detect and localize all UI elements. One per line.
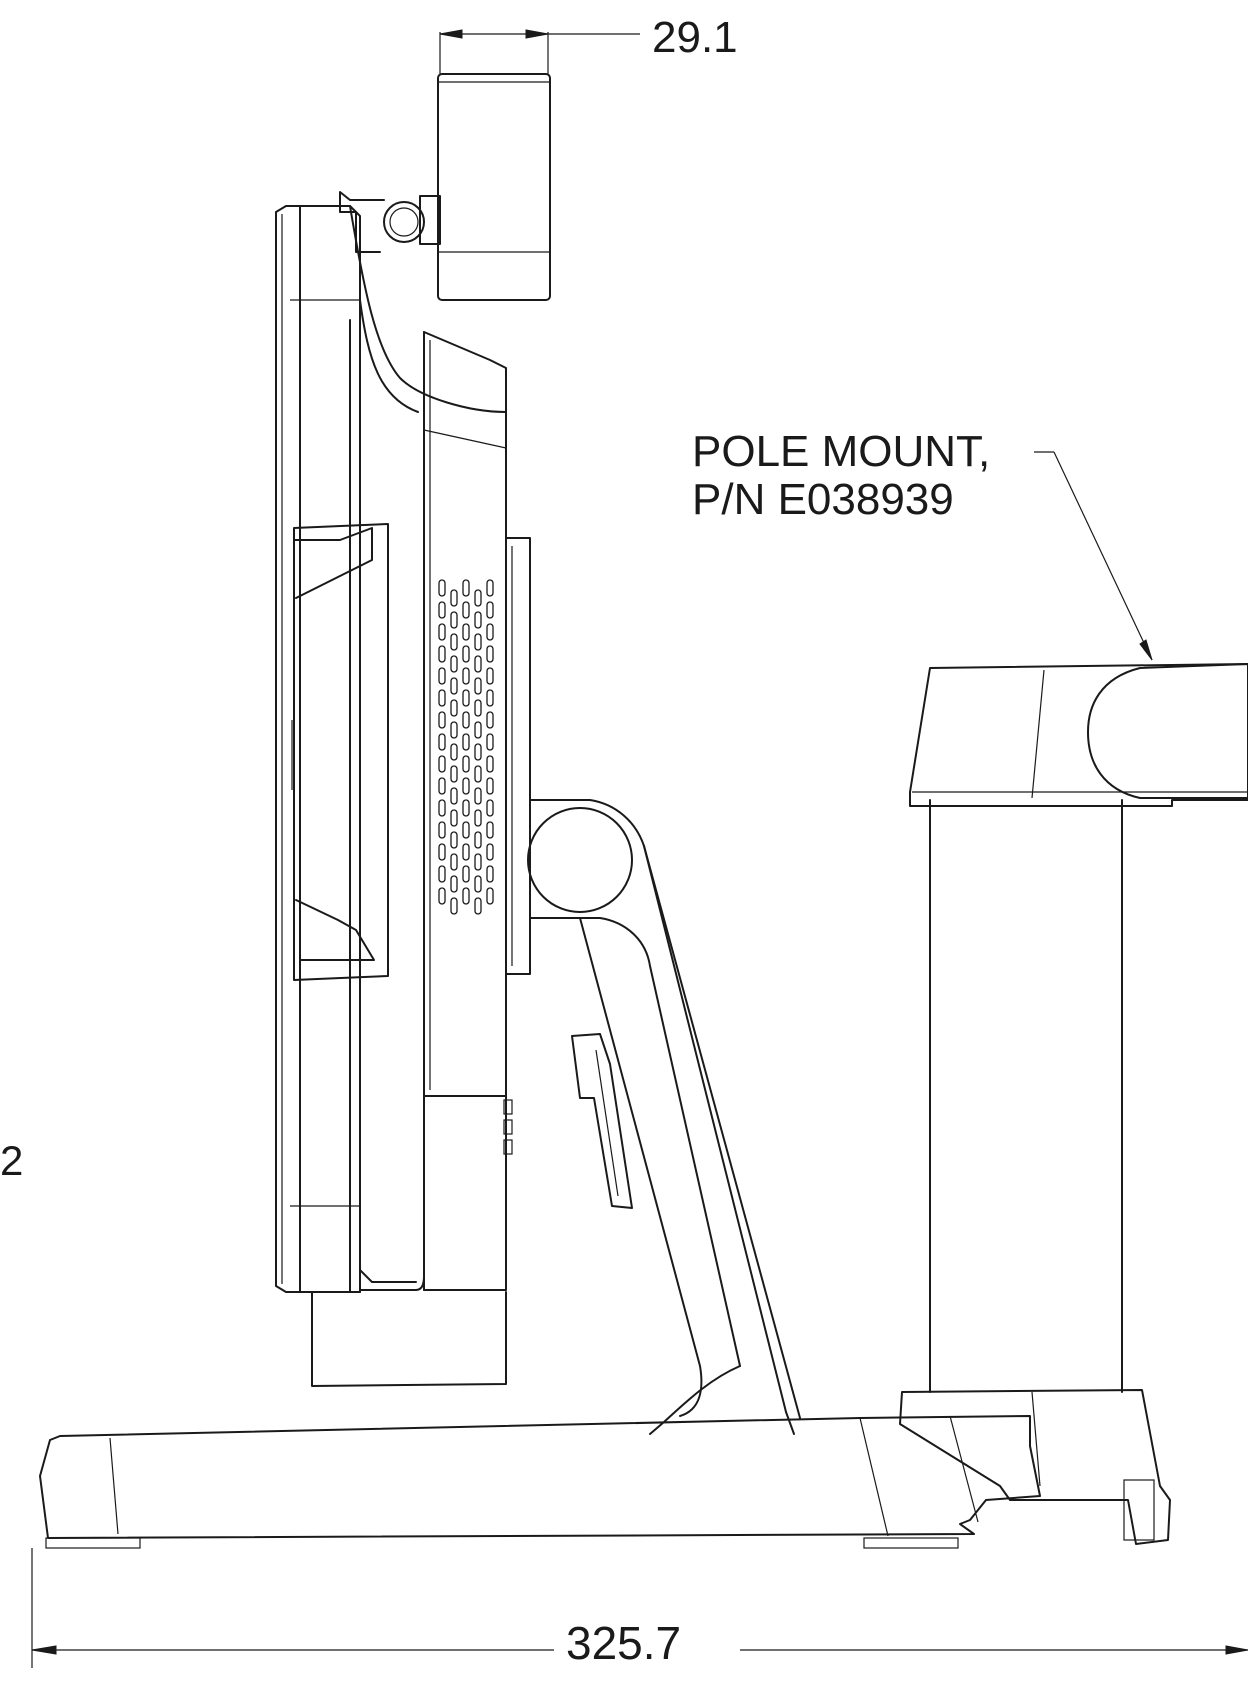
vent-slot	[450, 611, 458, 629]
vent-slot	[450, 765, 458, 783]
vent-slot	[462, 623, 470, 641]
vent-slot	[438, 799, 446, 817]
vent-slot	[462, 821, 470, 839]
vent-slot	[438, 777, 446, 795]
vent-slot	[474, 699, 482, 717]
vent-slot	[474, 765, 482, 783]
vent-slot	[450, 633, 458, 651]
vent-slot	[474, 831, 482, 849]
vent-slot	[438, 821, 446, 839]
ventilation-slots	[438, 579, 494, 915]
vent-slot	[450, 655, 458, 673]
vent-slot	[474, 787, 482, 805]
vent-slot	[450, 589, 458, 607]
vent-slot	[462, 887, 470, 905]
vent-slot	[486, 623, 494, 641]
vent-slot	[450, 743, 458, 761]
stand-arm	[527, 799, 801, 1435]
vent-slot	[450, 677, 458, 695]
vent-slot	[450, 897, 458, 915]
vent-slot	[486, 755, 494, 773]
monitor-body	[275, 205, 531, 1387]
vent-slot	[474, 809, 482, 827]
vent-slot	[462, 645, 470, 663]
vent-slot	[438, 623, 446, 641]
stand-base	[39, 1389, 1171, 1549]
vent-slot	[462, 843, 470, 861]
callout-leader	[1034, 451, 1153, 661]
callout-line-1: POLE MOUNT,	[692, 427, 991, 476]
vent-slot	[474, 655, 482, 673]
vent-slot	[450, 875, 458, 893]
vent-slot	[450, 809, 458, 827]
dimension-label-left: 2	[0, 1137, 24, 1184]
vent-slot	[462, 601, 470, 619]
top-camera-module	[339, 73, 551, 301]
vent-slot	[486, 777, 494, 795]
vent-slot	[438, 645, 446, 663]
vent-slot	[450, 699, 458, 717]
vent-slot	[474, 875, 482, 893]
vent-slot	[438, 579, 446, 597]
vent-slot	[462, 777, 470, 795]
vent-slot	[474, 611, 482, 629]
vent-slot	[486, 711, 494, 729]
vent-slot	[474, 853, 482, 871]
vent-slot	[486, 601, 494, 619]
bottom-dimension	[31, 1548, 1248, 1668]
vent-slot	[486, 667, 494, 685]
dimension-label-top: 29.1	[652, 13, 738, 62]
vent-slot	[450, 853, 458, 871]
vent-slot	[462, 689, 470, 707]
top-dimension	[439, 29, 640, 74]
vent-slot	[486, 733, 494, 751]
vent-slot	[474, 589, 482, 607]
vent-slot	[462, 733, 470, 751]
vent-slot	[462, 865, 470, 883]
vent-slot	[438, 711, 446, 729]
dimension-label-overall: 325.7	[566, 1617, 682, 1669]
vent-slot	[462, 579, 470, 597]
vent-slot	[438, 843, 446, 861]
vent-slot	[438, 865, 446, 883]
vent-slot	[462, 799, 470, 817]
vent-slot	[438, 689, 446, 707]
vent-slot	[462, 667, 470, 685]
vent-slot	[450, 787, 458, 805]
vent-slot	[486, 887, 494, 905]
vent-slot	[486, 689, 494, 707]
vent-slot	[474, 897, 482, 915]
vent-slot	[438, 887, 446, 905]
vent-slot	[486, 865, 494, 883]
vent-slot	[438, 667, 446, 685]
vent-slot	[438, 755, 446, 773]
vent-slot	[486, 579, 494, 597]
vent-slot	[474, 677, 482, 695]
vent-slot	[486, 645, 494, 663]
vent-slot	[462, 711, 470, 729]
vent-slot	[438, 601, 446, 619]
pole-mount	[909, 663, 1248, 1393]
vent-slot	[438, 733, 446, 751]
vent-slot	[450, 831, 458, 849]
callout-line-2: P/N E038939	[692, 475, 954, 524]
pole-mount-callout: POLE MOUNT, P/N E038939	[692, 428, 990, 524]
vent-slot	[474, 721, 482, 739]
vent-slot	[486, 799, 494, 817]
vent-slot	[486, 821, 494, 839]
vent-slot	[450, 721, 458, 739]
vent-slot	[474, 633, 482, 651]
vent-slot	[486, 843, 494, 861]
vent-slot	[474, 743, 482, 761]
vent-slot	[462, 755, 470, 773]
